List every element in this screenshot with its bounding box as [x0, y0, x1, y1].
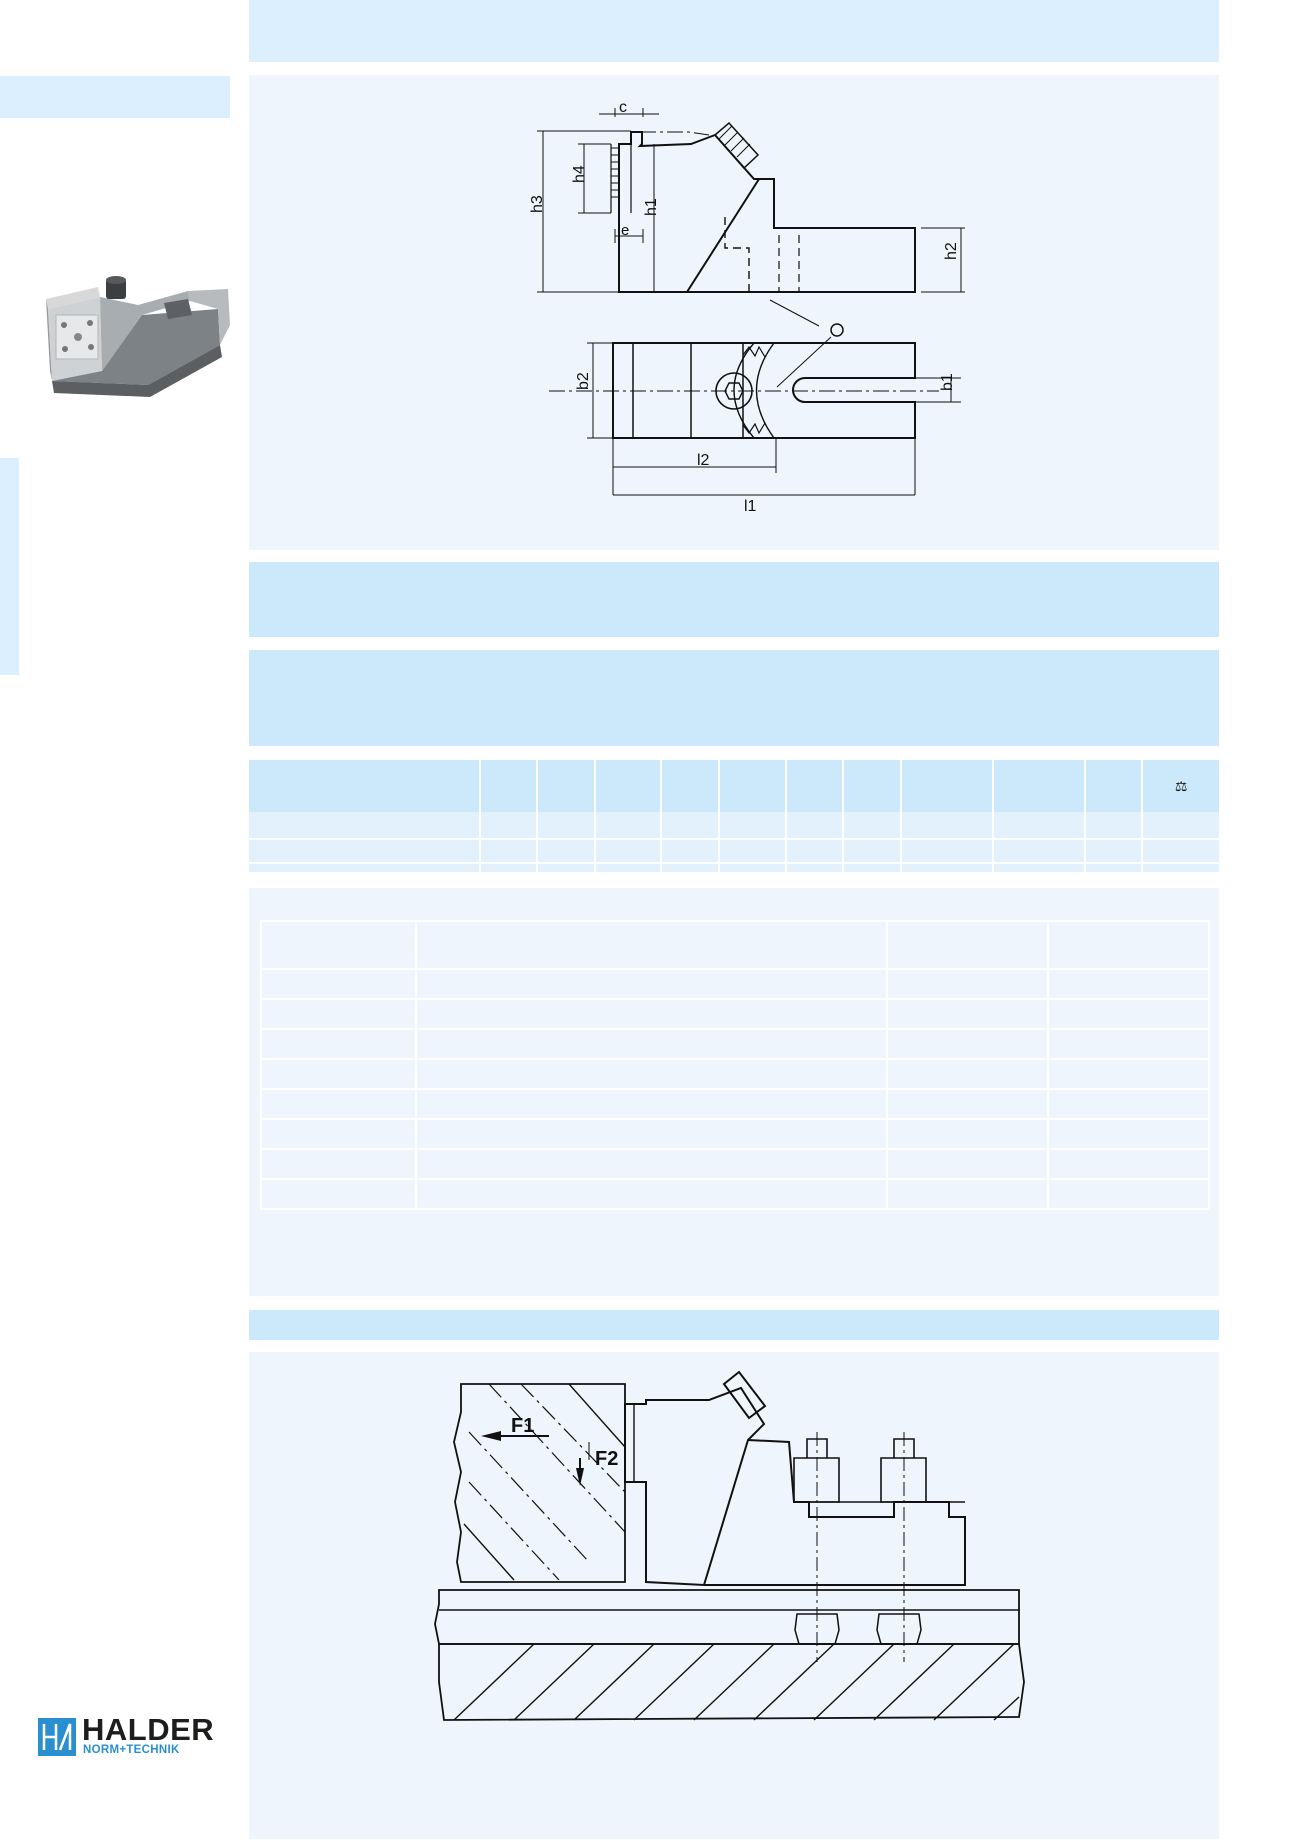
table-row	[259, 1088, 1211, 1120]
dim-e: e	[621, 222, 629, 239]
force-f2-label: F2	[595, 1448, 619, 1470]
sidebar-tab	[0, 76, 230, 118]
logo-name: HALDER	[82, 1712, 215, 1747]
table-row	[259, 998, 1211, 1030]
dim-l2: l2	[697, 452, 710, 469]
logo-tagline: NORM+TECHNIK	[83, 1744, 180, 1756]
product-photo	[46, 276, 230, 397]
dim-c: c	[619, 99, 627, 116]
dim-b1: b1	[939, 373, 956, 391]
dim-h2: h2	[943, 242, 960, 260]
halder-logo-icon	[38, 1718, 76, 1756]
header-band	[249, 0, 1219, 62]
weight-icon: ⚖	[1174, 777, 1188, 794]
dimension-drawing: c h4 h3 h1 e h2 b2 b1 l2 l1	[529, 99, 965, 515]
dim-h1: h1	[643, 198, 660, 216]
info-band-1	[249, 562, 1219, 637]
table-row	[259, 1178, 1211, 1210]
dim-l1: l1	[744, 498, 757, 515]
table-row	[259, 968, 1211, 1000]
accessory-grid-panel	[249, 888, 1219, 1296]
dim-h3: h3	[529, 195, 546, 213]
halder-logo: HALDER NORM+TECHNIK	[38, 1712, 230, 1760]
side-view	[537, 108, 965, 337]
force-f1-label: F1	[511, 1415, 535, 1437]
info-band-2	[249, 650, 1219, 746]
table-row	[249, 812, 1219, 840]
table-row	[259, 1148, 1211, 1180]
top-view	[549, 336, 961, 496]
table-row	[259, 1118, 1211, 1150]
dim-h4: h4	[571, 165, 588, 183]
info-band-3	[249, 1310, 1219, 1340]
application-drawing-panel: F1 F2	[249, 1352, 1219, 1839]
table-row	[249, 863, 1219, 872]
table-header-row	[259, 920, 1211, 970]
table-header-row: ⚖	[249, 760, 1219, 812]
application-drawing	[434, 1370, 1025, 1721]
specification-table: ⚖	[249, 760, 1219, 872]
dim-b2: b2	[575, 372, 592, 390]
technical-drawing-panel: c h4 h3 h1 e h2 b2 b1 l2 l1	[249, 75, 1219, 550]
sidebar-strip	[0, 458, 19, 675]
table-row	[249, 839, 1219, 864]
accessory-table	[259, 920, 1211, 1210]
table-row	[259, 1058, 1211, 1090]
table-row	[259, 1028, 1211, 1060]
